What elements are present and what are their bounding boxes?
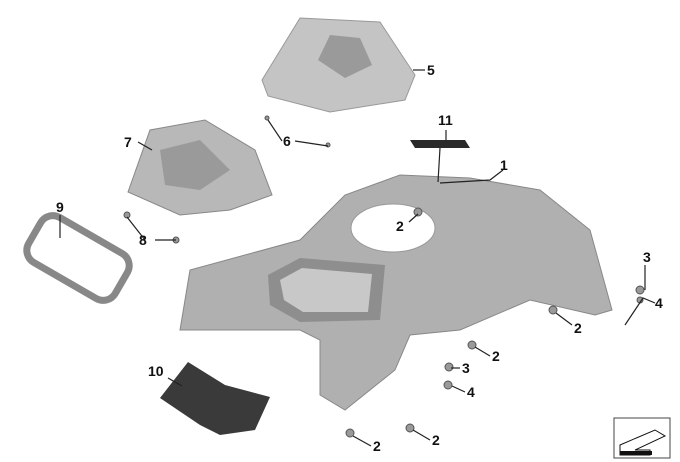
callout-6: 6 — [283, 133, 291, 149]
callout-4: 4 — [467, 384, 475, 400]
callout-11: 11 — [438, 112, 453, 128]
callout-3: 3 — [462, 360, 470, 376]
callout-7: 7 — [124, 134, 132, 150]
clips — [123, 115, 645, 438]
callout-8: 8 — [139, 232, 147, 248]
leader-lines — [59, 69, 656, 447]
part-9-seal-ring — [23, 212, 133, 304]
callout-4: 4 — [655, 295, 663, 311]
callout-5: 5 — [427, 62, 435, 78]
callout-9: 9 — [56, 199, 64, 215]
callout-3: 3 — [643, 249, 651, 265]
callout-2: 2 — [432, 432, 440, 448]
part-1-tank-cover — [179, 174, 613, 411]
part-7-bracket — [127, 119, 273, 216]
callout-2: 2 — [373, 438, 381, 454]
part-11-label — [410, 140, 470, 148]
callout-10: 10 — [148, 363, 164, 379]
part-5-top-cover — [261, 17, 416, 113]
callout-2: 2 — [574, 320, 582, 336]
part-10-pad — [160, 362, 270, 435]
callout-2: 2 — [492, 348, 500, 364]
callout-1: 1 — [500, 157, 508, 173]
callout-2: 2 — [396, 218, 404, 234]
orientation-arrow-icon — [613, 417, 671, 459]
